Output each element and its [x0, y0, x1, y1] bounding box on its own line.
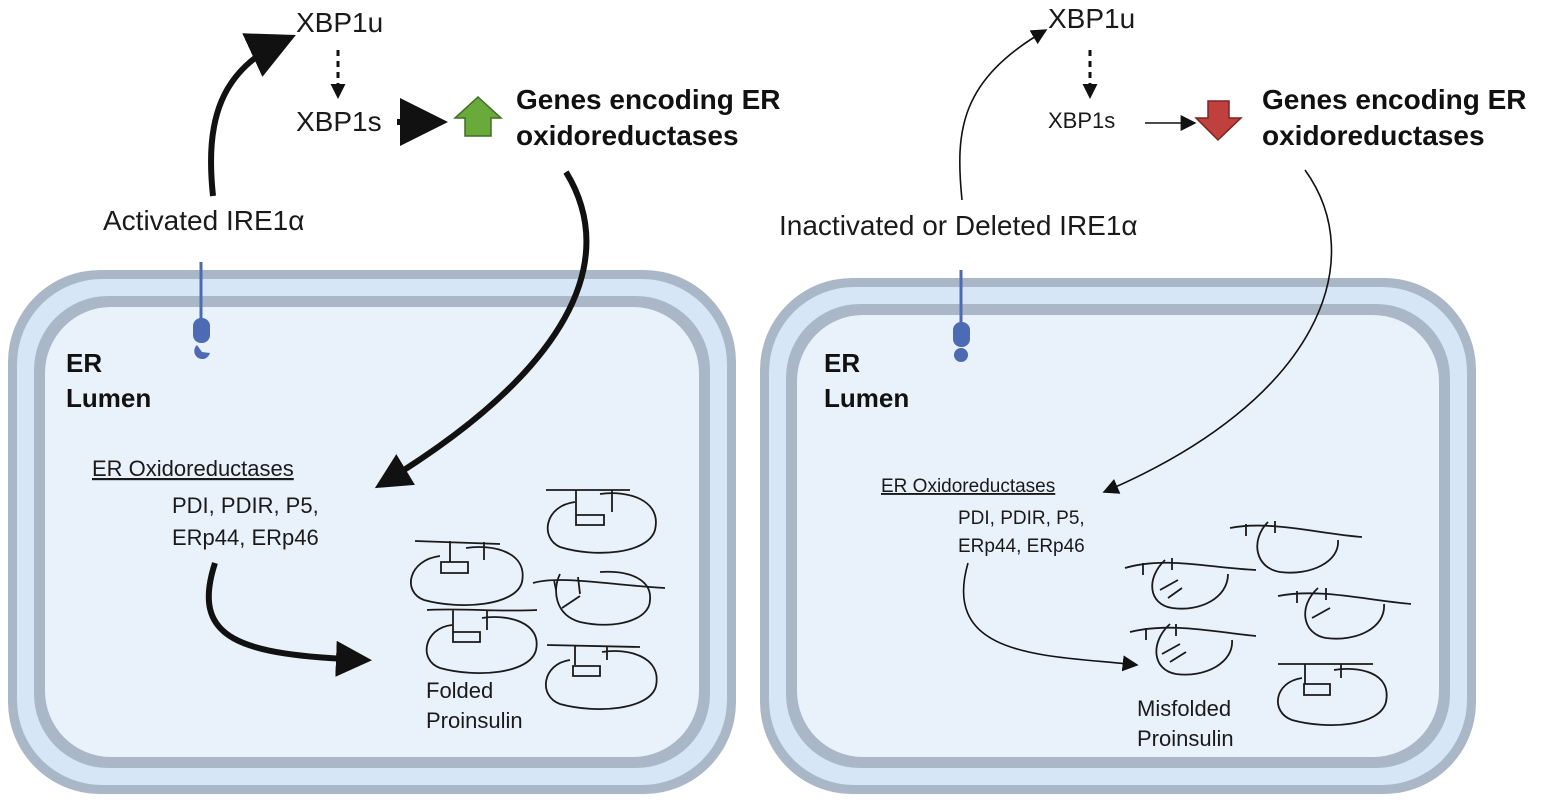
- right-oxido-line1: PDI, PDIR, P5,: [958, 508, 1085, 529]
- left-panel: XBP1u XBP1s Genes encoding ER oxidoreduc…: [8, 7, 781, 794]
- misfolded-molecule: [1124, 558, 1257, 610]
- right-panel: XBP1u XBP1s Genes encoding ER oxidoreduc…: [760, 3, 1527, 794]
- left-xbp1s-label: XBP1s: [296, 106, 382, 137]
- right-ire1-label: Inactivated or Deleted IRE1α: [779, 210, 1138, 241]
- left-oxido-to-proinsulin-arrow: [205, 562, 372, 677]
- misfolded-molecule: [1229, 521, 1363, 574]
- right-result-line1: Misfolded: [1137, 696, 1231, 721]
- right-oxido-to-proinsulin-arrow: [962, 562, 1139, 672]
- right-ire1-receptor: [953, 252, 972, 362]
- right-misfolded-proinsulin: [1124, 521, 1412, 726]
- right-oxido-line2: ERp44, ERp46: [958, 536, 1085, 557]
- left-oxido-line2: ERp44, ERp46: [172, 525, 319, 550]
- left-ire1-to-xbp1u-arrow: [208, 33, 296, 197]
- left-oxido-line1: PDI, PDIR, P5,: [172, 493, 319, 518]
- folded-molecule: [425, 608, 538, 674]
- right-genes-label-line1: Genes encoding ER: [1262, 84, 1527, 115]
- right-xbp1s-label: XBP1s: [1048, 108, 1115, 133]
- right-lumen-label-line1: ER: [824, 348, 860, 378]
- folded-molecule: [545, 644, 658, 710]
- right-er-cell: [760, 278, 1476, 794]
- misfolded-molecule: [1129, 623, 1257, 676]
- down-arrow-icon: [1194, 100, 1243, 142]
- right-result-line2: Proinsulin: [1137, 726, 1234, 751]
- left-result-line1: Folded: [426, 678, 493, 703]
- left-ire1-label: Activated IRE1α: [103, 205, 304, 236]
- left-genes-to-oxido-arrow: [374, 170, 590, 489]
- left-ire1-receptor: [193, 244, 212, 360]
- left-folded-proinsulin: [410, 489, 666, 710]
- left-lumen-label-line2: Lumen: [66, 383, 151, 413]
- left-genes-label-line1: Genes encoding ER: [516, 84, 781, 115]
- folded-molecule: [546, 489, 657, 554]
- misfolded-molecule: [1277, 663, 1388, 726]
- folded-molecule: [532, 570, 666, 626]
- misfolded-molecule: [1277, 587, 1412, 640]
- left-genes-label-line2: oxidoreductases: [516, 120, 739, 151]
- right-ire1-to-xbp1u-arrow: [958, 29, 1048, 201]
- up-arrow-icon: [453, 95, 503, 137]
- left-er-cell: [8, 270, 736, 794]
- right-oxido-heading: ER Oxidoreductases: [881, 476, 1055, 497]
- folded-molecule: [410, 540, 524, 606]
- right-lumen-label-line2: Lumen: [824, 383, 909, 413]
- left-lumen-label-line1: ER: [66, 348, 102, 378]
- left-result-line2: Proinsulin: [426, 708, 523, 733]
- right-xbp1u-label: XBP1u: [1048, 3, 1135, 34]
- right-genes-label-line2: oxidoreductases: [1262, 120, 1485, 151]
- left-xbp1u-label: XBP1u: [296, 7, 383, 38]
- right-genes-to-oxido-arrow: [1102, 169, 1333, 494]
- left-oxido-heading: ER Oxidoreductases: [92, 456, 294, 481]
